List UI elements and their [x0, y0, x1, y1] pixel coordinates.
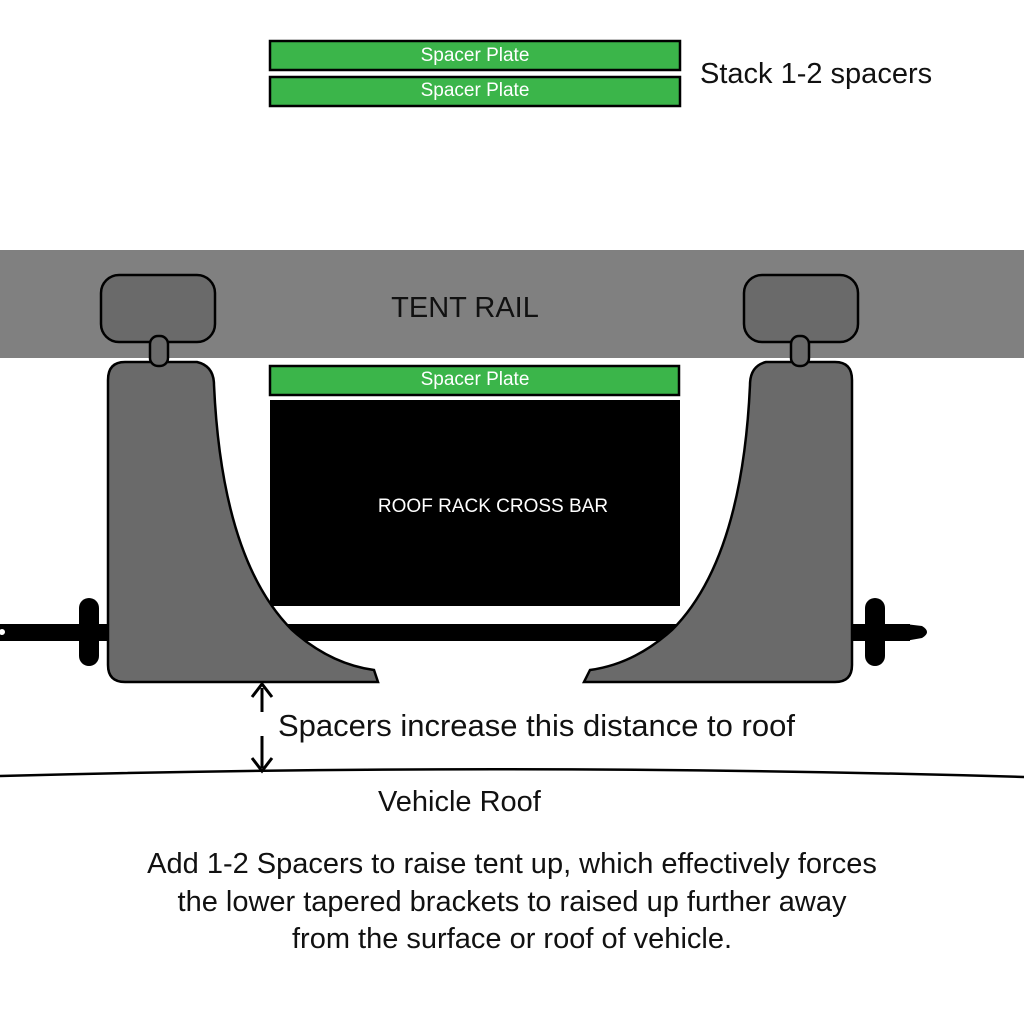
bolt-end-left	[0, 629, 5, 635]
stacked-spacer-label-2: Spacer Plate	[420, 80, 530, 101]
left-bracket-neck	[148, 334, 170, 368]
distance-note: Spacers increase this distance to roof	[278, 708, 795, 743]
bolt-washer-right	[865, 598, 885, 666]
vehicle-roof-line	[0, 767, 1024, 779]
installed-spacer-label: Spacer Plate	[420, 369, 530, 390]
caption-line-2: the lower tapered brackets to raised up …	[177, 885, 847, 918]
caption: Add 1-2 Spacers to raise tent up, which …	[62, 846, 962, 959]
right-bracket-neck	[789, 334, 811, 368]
caption-line-3: from the surface or roof of vehicle.	[291, 923, 733, 956]
stacked-spacer-plate-2	[268, 75, 682, 108]
right-tapered-bracket	[581, 360, 854, 684]
stack-note: Stack 1-2 spacers	[700, 58, 933, 90]
caption-line-1: Add 1-2 Spacers to raise tent up, which …	[147, 848, 877, 880]
distance-arrow	[250, 681, 274, 774]
tent-rail-label: TENT RAIL	[391, 292, 539, 324]
crossbar-label: ROOF RACK CROSS BAR	[377, 496, 609, 517]
stacked-spacer-plate-1	[268, 39, 682, 72]
stacked-spacer-label-1: Spacer Plate	[420, 45, 530, 66]
bolt-tip	[905, 624, 927, 641]
bolt-washer-left	[79, 598, 99, 666]
roof-rack-cross-bar	[270, 400, 680, 606]
left-tapered-bracket	[106, 360, 380, 684]
installed-spacer-plate	[268, 364, 681, 397]
vehicle-roof-label: Vehicle Roof	[378, 786, 541, 818]
